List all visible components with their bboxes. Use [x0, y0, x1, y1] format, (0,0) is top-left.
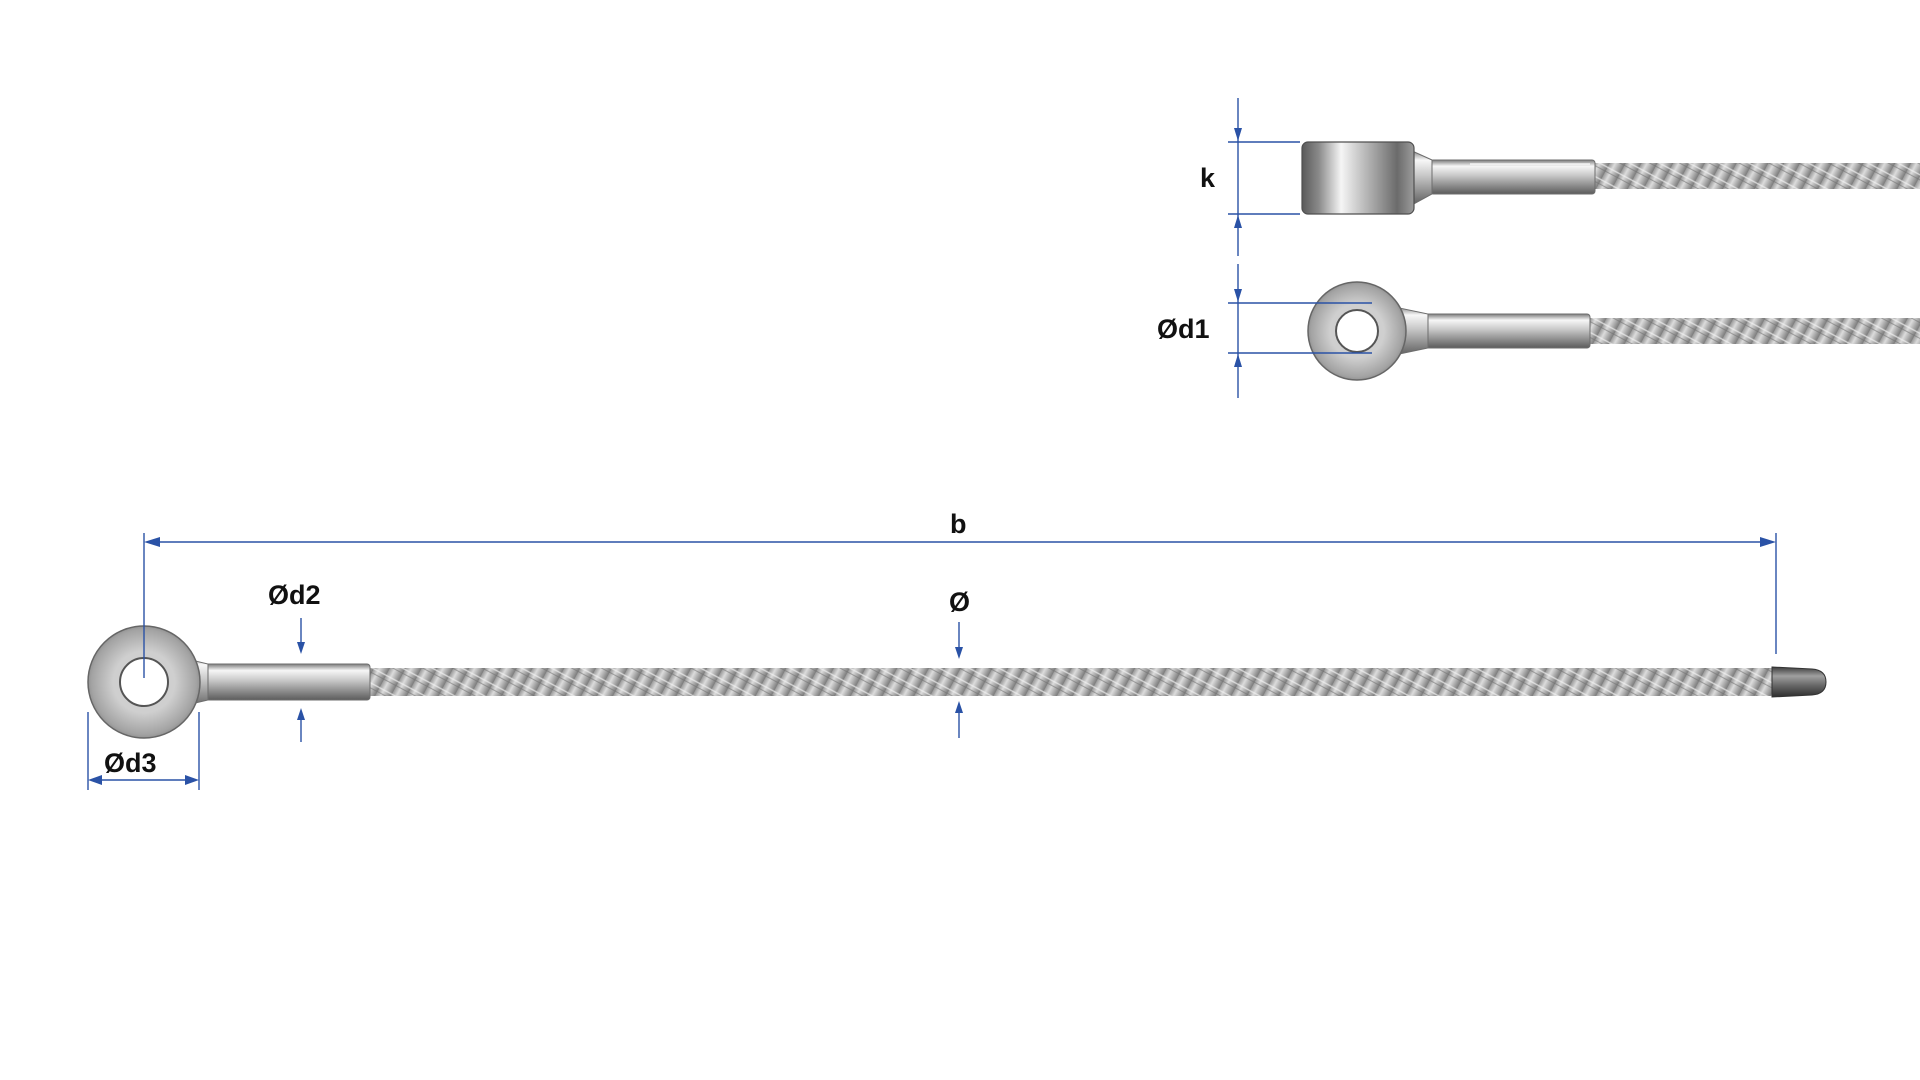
dim-diameter: [955, 622, 963, 738]
arrowhead-icon: [185, 775, 199, 785]
dim-d2: [297, 618, 305, 742]
arrowhead-icon: [88, 775, 102, 785]
dim-d1: [1228, 264, 1372, 398]
fitting-eye-view: [1307, 281, 1920, 381]
label-diameter: Ø: [949, 587, 971, 617]
label-d2: Ød2: [268, 580, 321, 610]
label-b: b: [950, 509, 967, 539]
barrel-top: [1301, 141, 1415, 215]
sleeve-mid: [1424, 313, 1591, 349]
sleeve-top: [1429, 159, 1596, 195]
cable-main: [365, 668, 1775, 696]
arrowhead-icon: [1234, 289, 1242, 302]
label-k: k: [1200, 163, 1216, 193]
cable-mid: [1585, 318, 1920, 344]
arrowhead-icon: [1234, 215, 1242, 228]
dim-k: [1228, 98, 1300, 256]
arrowhead-icon: [955, 647, 963, 659]
arrowhead-icon: [1234, 354, 1242, 367]
fitting-side-view: [1301, 141, 1920, 215]
dim-b: [143, 533, 1777, 678]
sleeve-main: [204, 663, 371, 701]
arrowhead-icon: [955, 701, 963, 713]
cable-top: [1590, 163, 1920, 189]
arrowhead-icon: [144, 537, 160, 547]
arrowhead-icon: [297, 642, 305, 654]
dim-d3: [87, 712, 200, 790]
cable-assembly: [87, 625, 1827, 739]
end-cap-icon: [1771, 666, 1827, 698]
label-d3: Ød3: [104, 748, 157, 778]
arrowhead-icon: [1760, 537, 1776, 547]
label-d1: Ød1: [1157, 314, 1210, 344]
eye-hole-mid: [1335, 309, 1379, 353]
arrowhead-icon: [1234, 128, 1242, 141]
dimension-lines: [87, 98, 1777, 790]
arrowhead-icon: [297, 708, 305, 720]
